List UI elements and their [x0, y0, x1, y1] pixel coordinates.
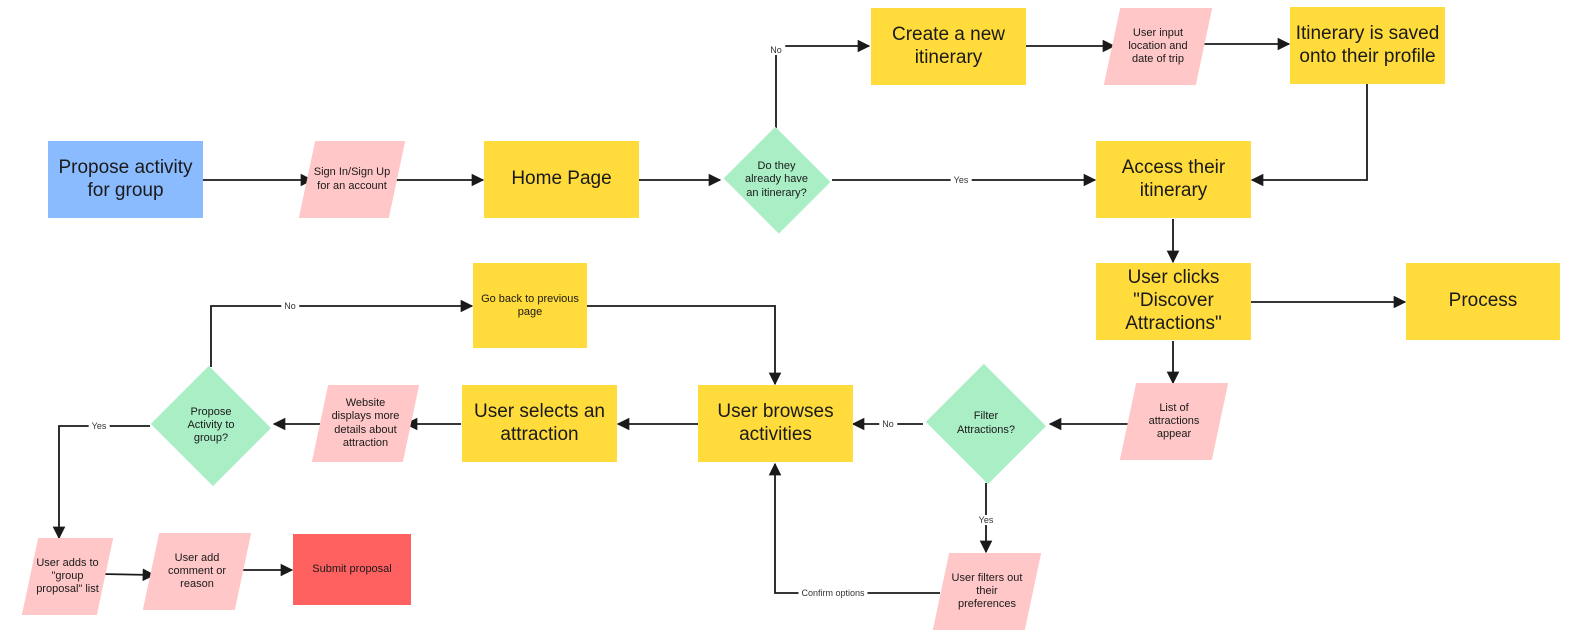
- add-comment-node: User add comment or reason: [151, 533, 243, 610]
- node-label: List of attractions appear: [1148, 401, 1200, 441]
- node-label: Sign In/Sign Up for an account: [313, 166, 391, 192]
- discover-attractions-node: User clicks "Discover Attractions": [1096, 263, 1251, 340]
- node-label: Itinerary is saved onto their profile: [1295, 22, 1440, 67]
- node-label: Propose Activity to group?: [187, 405, 235, 445]
- edge-label-no-go-back: No: [281, 301, 299, 311]
- node-label: Go back to previous page: [481, 293, 579, 319]
- node-label: User adds to "group proposal" list: [36, 556, 99, 596]
- edge-label-yes-propose: Yes: [88, 421, 110, 431]
- node-label: Process: [1448, 290, 1518, 312]
- node-label: Website displays more details about attr…: [331, 397, 400, 449]
- node-label: Submit proposal: [312, 562, 392, 575]
- propose-activity-node: Propose activity for group: [48, 141, 203, 218]
- node-label: Create a new itinerary: [891, 23, 1005, 68]
- node-label: Filter Attractions?: [956, 410, 1016, 436]
- node-label: Home Page: [511, 168, 612, 190]
- node-label: User selects an attraction: [474, 400, 605, 445]
- node-label: Access their itinerary: [1121, 156, 1226, 201]
- process-node: Process: [1406, 263, 1560, 340]
- edge-propose-to-goback: [210, 299, 474, 367]
- edge-userfilters-to-browse: [768, 462, 940, 594]
- user-input-node: User input location and date of trip: [1112, 8, 1204, 85]
- node-label: Do they already have an itinerary?: [745, 160, 808, 199]
- node-label: User input location and date of trip: [1128, 26, 1188, 66]
- edge-label-no-create: No: [767, 45, 785, 55]
- browse-activities-node: User browses activities: [698, 385, 853, 462]
- edge-label-confirm-options: Confirm options: [798, 588, 868, 598]
- itinerary-saved-node: Itinerary is saved onto their profile: [1290, 7, 1445, 84]
- select-attraction-node: User selects an attraction: [462, 385, 617, 462]
- node-label: Propose activity for group: [58, 156, 193, 201]
- have-itinerary-decision: Do they already have an itinerary?: [721, 128, 832, 232]
- user-filters-node: User filters out their preferences: [941, 553, 1033, 630]
- edge-saved-to-access: [1250, 84, 1368, 187]
- list-attractions-node: List of attractions appear: [1128, 383, 1220, 460]
- create-itinerary-node: Create a new itinerary: [871, 8, 1026, 85]
- access-itinerary-node: Access their itinerary: [1096, 141, 1251, 218]
- filter-attractions-decision: Filter Attractions?: [923, 365, 1049, 482]
- edge-propose-to-adds: [52, 425, 150, 540]
- edge-label-yes-filter: Yes: [975, 515, 997, 525]
- website-details-node: Website displays more details about attr…: [320, 385, 411, 462]
- node-label: User add comment or reason: [167, 551, 227, 591]
- node-label: User clicks "Discover Attractions": [1125, 267, 1222, 334]
- edge-adds-to-comment: [100, 568, 156, 582]
- sign-in-node: Sign In/Sign Up for an account: [307, 141, 397, 218]
- submit-proposal-node: Submit proposal: [293, 534, 411, 605]
- propose-to-group-decision: Propose Activity to group?: [148, 367, 274, 484]
- edge-goback-to-browse: [587, 305, 782, 386]
- edge-decision-to-create: [775, 39, 871, 128]
- edge-label-yes-access: Yes: [950, 175, 972, 185]
- home-page-node: Home Page: [484, 141, 639, 218]
- adds-to-list-node: User adds to "group proposal" list: [30, 538, 105, 615]
- go-back-node: Go back to previous page: [473, 263, 587, 348]
- node-label: User browses activities: [717, 400, 834, 445]
- edge-label-no-filter: No: [879, 419, 897, 429]
- node-label: User filters out their preferences: [951, 571, 1023, 611]
